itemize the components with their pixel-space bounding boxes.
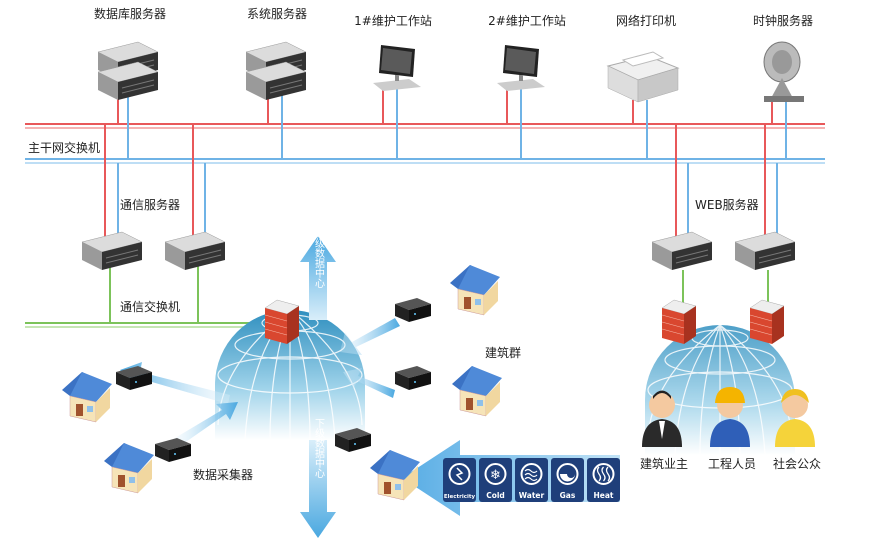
house-icon: [449, 264, 501, 316]
clock-server-icon: [763, 41, 804, 102]
svg-text:Gas: Gas: [560, 491, 576, 500]
backbone-network: [25, 85, 825, 328]
owner-label: 建筑业主: [640, 456, 688, 471]
svg-text:Cold: Cold: [486, 491, 505, 500]
web-server-2: [734, 231, 796, 271]
engineer-avatar-icon: [710, 387, 750, 447]
system-server-label: 系统服务器: [247, 6, 307, 21]
backbone-switch-label: 主干网交换机: [28, 140, 100, 155]
upper-data-center-arrow: 上级数据中心: [300, 228, 336, 320]
comm-switch-label: 通信交换机: [120, 299, 180, 314]
building-group-label: 建筑群: [485, 345, 521, 360]
utility-panel: Electricity ❄ Cold Water Gas Heat: [443, 458, 620, 502]
house-icon: [61, 371, 113, 423]
database-server-label: 数据库服务器: [94, 6, 166, 21]
svg-text:Heat: Heat: [593, 491, 613, 500]
printer-label: 网络打印机: [616, 13, 676, 28]
web-server-label: WEB服务器: [695, 197, 759, 212]
svg-text:Electricity: Electricity: [444, 494, 476, 500]
utility-heat: Heat: [587, 458, 620, 502]
house-icon: [369, 449, 421, 501]
collector-icon: [395, 366, 431, 390]
collector-label: 数据采集器: [193, 467, 253, 482]
electricity-icon: [455, 467, 464, 481]
lower-data-center-label: 下级数据中心: [313, 418, 325, 478]
snowflake-icon: ❄: [490, 468, 501, 483]
workstation-1-icon: [373, 45, 421, 91]
firewall-icon: [661, 299, 697, 345]
house-icon: [451, 365, 503, 417]
comm-server-2: [164, 231, 226, 271]
owner-avatar-icon: [642, 390, 682, 447]
workstation-2-icon: [497, 45, 545, 91]
workstation-2-label: 2#维护工作站: [488, 14, 566, 28]
comm-server-label: 通信服务器: [120, 197, 180, 212]
workstation-1-label: 1#维护工作站: [354, 14, 432, 28]
svg-text:Water: Water: [519, 491, 545, 500]
lower-data-center-arrow: 下级数据中心: [300, 418, 336, 538]
database-server-icon: [97, 41, 159, 101]
utility-gas: Gas: [551, 458, 584, 502]
utility-water: Water: [515, 458, 548, 502]
firewall-icon: [264, 299, 300, 345]
comm-server-1: [81, 231, 143, 271]
water-icon: [524, 468, 538, 482]
house-icon: [103, 442, 155, 494]
public-avatar-icon: [775, 389, 815, 447]
web-server-1: [651, 231, 713, 271]
collector-icon: [395, 298, 431, 322]
utility-cold: ❄ Cold: [479, 458, 512, 502]
printer-icon: [606, 51, 680, 103]
public-label: 社会公众: [773, 456, 821, 471]
firewall-icon: [749, 299, 785, 345]
utility-electricity: Electricity: [443, 458, 476, 502]
gas-icon: [560, 474, 575, 482]
heat-icon: [596, 466, 611, 482]
engineer-label: 工程人员: [708, 456, 756, 471]
upper-data-center-label: 上级数据中心: [313, 228, 325, 288]
system-server-icon: [245, 41, 307, 101]
clock-server-label: 时钟服务器: [753, 13, 813, 28]
